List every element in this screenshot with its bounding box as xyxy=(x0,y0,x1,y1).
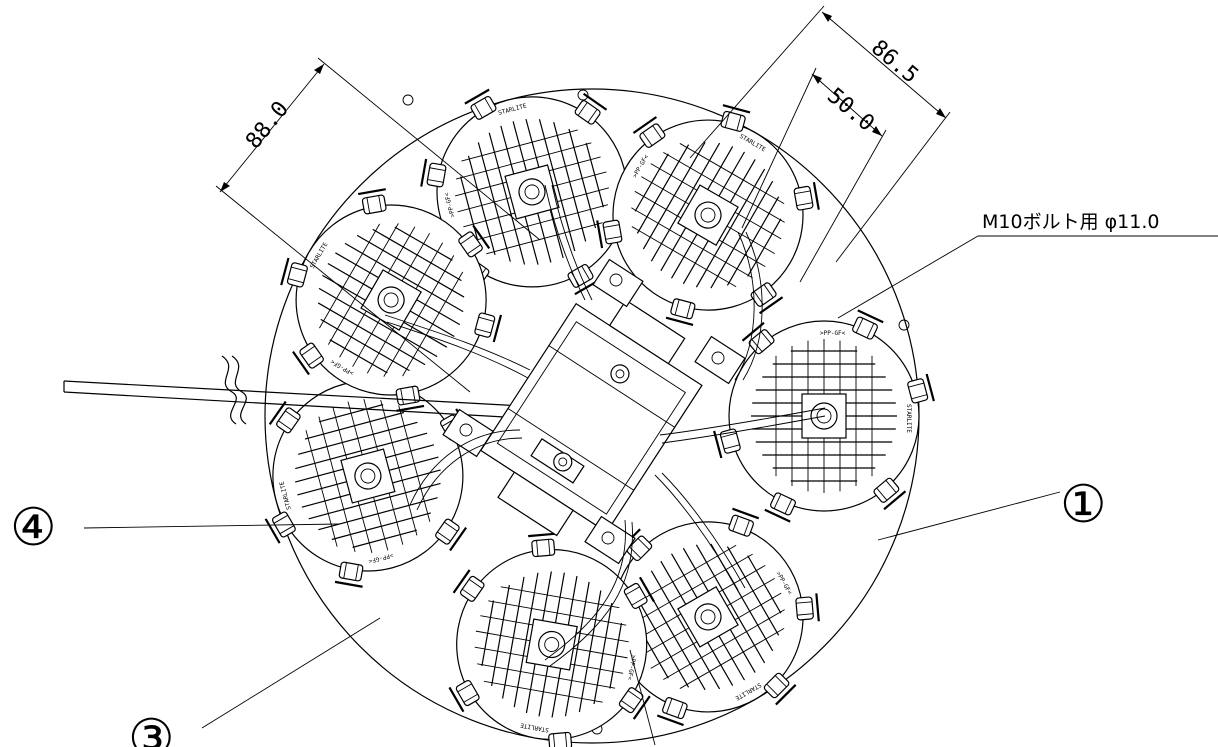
callout-4-leader xyxy=(83,523,341,529)
brand-label: STARLITE xyxy=(905,404,912,433)
retaining-clips xyxy=(280,188,503,412)
cable-gland xyxy=(504,164,560,220)
cable-gland xyxy=(677,184,739,246)
cable-gland xyxy=(360,269,422,331)
dimension-88-label: 88.0 xyxy=(241,97,294,154)
retaining-clips xyxy=(713,309,935,523)
mounting-hole xyxy=(898,319,910,331)
led-module: STARLITE >PP-GF< xyxy=(448,532,655,747)
material-label: >PP-GF< xyxy=(820,330,846,337)
dimension-86-5-label: 86.5 xyxy=(866,35,923,88)
led-module: STARLITE>PP-GF< xyxy=(596,104,820,327)
retaining-clips xyxy=(596,104,820,327)
junction-box xyxy=(479,299,703,537)
dimension-88 xyxy=(215,57,541,393)
callout-3: ③ xyxy=(128,709,175,747)
bolt-note-leader xyxy=(837,235,1218,319)
heat-sink-fins xyxy=(631,141,785,289)
cable-gland xyxy=(525,618,578,671)
callout-1: ① xyxy=(1060,475,1107,535)
brand-label: STARLITE xyxy=(519,721,549,733)
led-module: STARLITE>PP-GF< xyxy=(280,188,503,412)
module-wires xyxy=(384,184,826,667)
bottom-leader xyxy=(629,649,656,746)
bolt-hole-note: M10ボルト用 φ11.0 xyxy=(982,211,1159,233)
cable-gland xyxy=(677,586,739,648)
cable-gland xyxy=(340,448,396,504)
dimension-50-label: 50.0 xyxy=(822,83,879,136)
dimension-86-5 xyxy=(689,5,951,263)
callout-1-leader xyxy=(877,491,1061,541)
mounting-hole xyxy=(577,89,589,101)
brackets xyxy=(442,258,746,565)
material-label: >PP-GF< xyxy=(626,654,637,680)
led-modules: STARLITE>PP-GF<STARLITE>PP-GF<STARLITE>P… xyxy=(264,88,935,747)
dimension-50 xyxy=(741,67,887,283)
callout-3-leader xyxy=(201,617,381,729)
power-cable xyxy=(63,355,561,425)
retaining-clips xyxy=(448,532,655,747)
mounting-hole xyxy=(402,94,414,106)
callout-4: ④ xyxy=(10,498,57,558)
